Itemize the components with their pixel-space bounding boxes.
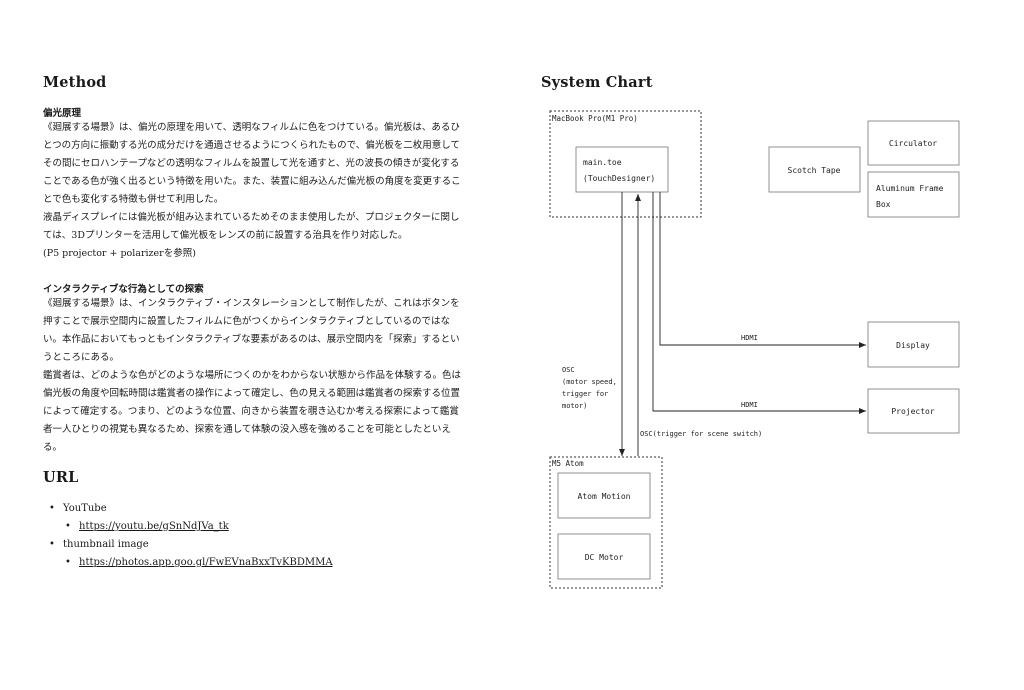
atom-motion-label: Atom Motion bbox=[578, 492, 631, 501]
hdmi-projector-label: HDMI bbox=[741, 401, 758, 409]
left-column: Method 偏光原理 《廻展する場景》は、偏光の原理を用いて、透明なフィルムに… bbox=[43, 74, 493, 572]
macbook-container bbox=[549, 110, 702, 218]
bullet-icon: • bbox=[49, 503, 55, 514]
circulator-box bbox=[867, 120, 960, 166]
bullet-icon: • bbox=[65, 557, 71, 568]
section-heading-exploration: インタラクティブな行為としての探索 bbox=[43, 284, 204, 295]
text-line: うところにある。 bbox=[43, 352, 120, 363]
text-line: い。本作品においてもっともインタラクティブな要素があるのは、展示空間内を「探索」… bbox=[43, 334, 460, 345]
text-line: ことである色が強く出るという特徴を用いた。また、装置に組み込んだ偏光板の角度を変… bbox=[43, 176, 461, 187]
youtube-link[interactable]: https://youtu.be/gSnNdJVa_tk bbox=[79, 521, 229, 532]
section-heading-polarization: 偏光原理 bbox=[43, 108, 82, 119]
osc-label: trigger for bbox=[562, 390, 608, 398]
osc-label: OSC bbox=[562, 366, 575, 374]
text-line: 《廻展する場景》は、インタラクティブ・インスタレーションとして制作したが、これは… bbox=[43, 298, 460, 309]
text-line: 者一人ひとりの視覚も異なるため、探索を通して体験の没入感を強めることを可能とした… bbox=[43, 424, 451, 435]
hdmi-projector-connector bbox=[652, 192, 866, 414]
text-line: 液晶ディスプレイには偏光板が組み込まれているためそのまま使用したが、プロジェクタ… bbox=[43, 212, 460, 223]
atom-motion-box bbox=[557, 472, 651, 519]
aluminum-frame-box bbox=[867, 171, 960, 218]
dc-motor-box bbox=[557, 533, 651, 580]
scotch-tape-box bbox=[768, 146, 861, 193]
list-item: • YouTube bbox=[43, 500, 493, 518]
text-line: 《廻展する場景》は、偏光の原理を用いて、透明なフィルムに色をつけている。偏光板は… bbox=[43, 122, 460, 133]
text-line: その間にセロハンテープなどの透明なフィルムを設置して光を通すと、光の波長の傾きが… bbox=[43, 158, 460, 169]
system-chart-title: System Chart bbox=[541, 74, 653, 91]
projector-label: Projector bbox=[891, 407, 935, 416]
hdmi-display-connector bbox=[659, 192, 866, 348]
text-line: る。 bbox=[43, 442, 63, 453]
circulator-label: Circulator bbox=[889, 139, 937, 148]
text-line: とつの方向に振動する光の成分だけを通過させるようにつくられたもので、偏光板を二枚… bbox=[43, 140, 460, 151]
text-line: ては、3Dプリンターを活用して偏光板をレンズの前に設置する治具を作り対応した。 bbox=[43, 230, 408, 241]
hdmi-display-label: HDMI bbox=[741, 334, 758, 342]
text-line: とで色も変化する特徴も併せて利用した。 bbox=[43, 194, 224, 205]
youtube-label: YouTube bbox=[63, 503, 107, 514]
m5-atom-label: M5 Atom bbox=[552, 459, 584, 468]
thumbnail-label: thumbnail image bbox=[63, 539, 149, 550]
main-toe-label: main.toe bbox=[583, 158, 622, 167]
m5-atom-container bbox=[549, 456, 663, 589]
bullet-icon: • bbox=[49, 539, 55, 550]
list-item: • https://photos.app.goo.gl/FwEVnaBxxTvKB… bbox=[43, 554, 493, 572]
url-list: • YouTube • https://youtu.be/gSnNdJVa_tk •… bbox=[43, 500, 493, 572]
macbook-label: MacBook Pro(M1 Pro) bbox=[552, 114, 638, 123]
text-line: 偏光板の角度や回転時間は鑑賞者の操作によって確定し、色の見える範囲は鑑賞者の探索… bbox=[43, 388, 460, 399]
text-line: (P5 projector + polarizerを参照) bbox=[43, 248, 196, 259]
section-body-exploration: 《廻展する場景》は、インタラクティブ・インスタレーションとして制作したが、これは… bbox=[43, 295, 493, 457]
text-line: 鑑賞者は、どのような色がどのような場所につくのかをわからない状態から作品を体験す… bbox=[43, 370, 462, 381]
display-box bbox=[867, 321, 960, 368]
bullet-icon: • bbox=[65, 521, 71, 532]
osc-label: (motor speed, bbox=[562, 378, 617, 386]
list-item: • https://youtu.be/gSnNdJVa_tk bbox=[43, 518, 493, 536]
text-line: 押すことで展示空間内に設置したフィルムに色がつくからインタラクティブとしているの… bbox=[43, 316, 450, 327]
main-toe-box bbox=[575, 146, 669, 193]
osc-label: motor) bbox=[562, 402, 587, 410]
section-body-polarization: 《廻展する場景》は、偏光の原理を用いて、透明なフィルムに色をつけている。偏光板は… bbox=[43, 119, 493, 263]
aluminum-box-label: Box bbox=[876, 200, 891, 209]
osc-trigger-label: OSC(trigger for scene switch) bbox=[640, 430, 762, 438]
text-line: によって確定する。つまり、どのような位置、向きから装置を覗き込むか考える探索によ… bbox=[43, 406, 459, 417]
scotch-tape-label: Scotch Tape bbox=[788, 166, 841, 175]
method-title: Method bbox=[43, 74, 107, 91]
dc-motor-label: DC Motor bbox=[585, 553, 624, 562]
thumbnail-link[interactable]: https://photos.app.goo.gl/FwEVnaBxxTvKBD… bbox=[79, 557, 333, 568]
list-item: • thumbnail image bbox=[43, 536, 493, 554]
url-title: URL bbox=[43, 469, 79, 486]
display-label: Display bbox=[896, 341, 930, 350]
aluminum-frame-label: Aluminum Frame bbox=[876, 184, 944, 193]
touchdesigner-label: (TouchDesigner) bbox=[583, 174, 655, 183]
projector-box bbox=[867, 388, 960, 434]
